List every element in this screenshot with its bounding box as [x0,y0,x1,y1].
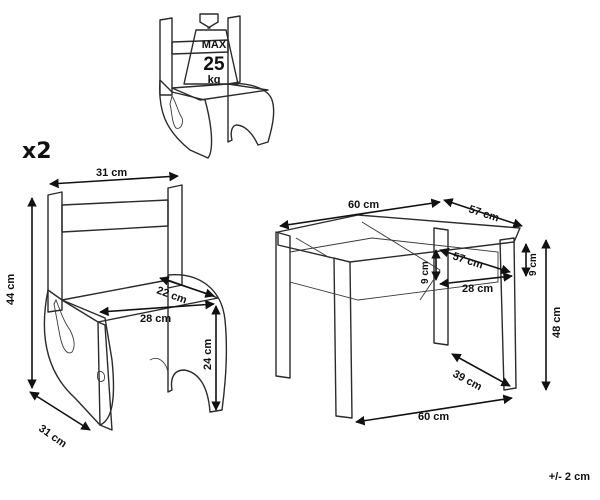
chair-back-left-post [47,191,63,313]
tolerance-note: +/- 2 cm [549,471,590,483]
weight-unit: kg [208,74,221,86]
chair-seat-width-label: 28 cm [140,313,171,325]
chair-width-top-label: 31 cm [96,167,127,179]
small-chair-right-side [227,82,275,146]
chair-small-cutout-icon [97,371,105,383]
weight-value: 25 [203,54,225,75]
chair-leg-arch [149,357,169,373]
table-depth-top-line [443,198,523,228]
small-chair-with-weight: MAX 25 kg [158,13,275,159]
table-width-bottom-line [355,394,513,426]
table-center-divider [361,221,441,301]
table-dimension-lines: 60 cm 57 cm 57 cm 9 cm 9 cm 28 cm 48 cm … [279,198,563,426]
chair-drawing [43,184,228,431]
table-depth-top-label: 57 cm [467,203,501,224]
weight-max-label: MAX [202,39,227,51]
chair-depth-bottom-label: 31 cm [36,423,69,451]
table-shelf-height-right-label: 9 cm [528,253,539,276]
table-shelf-depth-line [439,248,511,274]
small-chair-backrest-slat [171,39,229,55]
table-shelf-opening [295,237,331,259]
chair-height-label: 44 cm [5,274,17,305]
small-chair-animal-cutout [169,94,183,129]
small-chair-back-right-post [227,15,241,85]
chair-seat-width-line [99,299,215,317]
chair-animal-cutout-icon [53,298,75,354]
table-back-left-leg [275,231,291,379]
chair-right-side-panel [167,274,228,413]
table-height-label: 48 cm [551,307,563,338]
quantity-label: x2 [22,139,52,164]
table-shelf-width-label: 28 cm [462,283,493,295]
chair-front-leg [97,321,113,431]
table-shelf-height-left-label: 9 cm [420,261,431,284]
weight-icon [183,13,239,85]
table-shelf-width-line [439,272,513,288]
chair-dimension-lines: 31 cm 44 cm 31 cm 22 cm 28 cm 24 cm [5,167,221,451]
table-depth-bottom-label: 39 cm [451,368,484,393]
chair-backrest-slat [61,199,169,233]
table-width-bottom-label: 60 cm [418,411,449,423]
chair-depth-bottom-line [29,391,91,431]
chair-width-top-line [49,171,179,189]
chair-seat-height-label: 24 cm [202,339,214,370]
table-shelf-depth-label: 57 cm [451,250,485,271]
table-depth-bottom-line [451,353,511,387]
small-chair-left-side [158,79,213,159]
table-top [277,214,521,263]
table-back-right-leg [433,227,449,346]
table-width-top-line [279,198,441,230]
small-chair-back-left-post [159,17,173,96]
table-width-top-label: 60 cm [348,199,379,211]
chair-back-right-post [167,184,183,289]
table-drawing [275,214,521,419]
table-front-right-leg [499,237,517,391]
table-front-left-leg [333,257,353,419]
chair-seat-depth-line [159,276,215,298]
